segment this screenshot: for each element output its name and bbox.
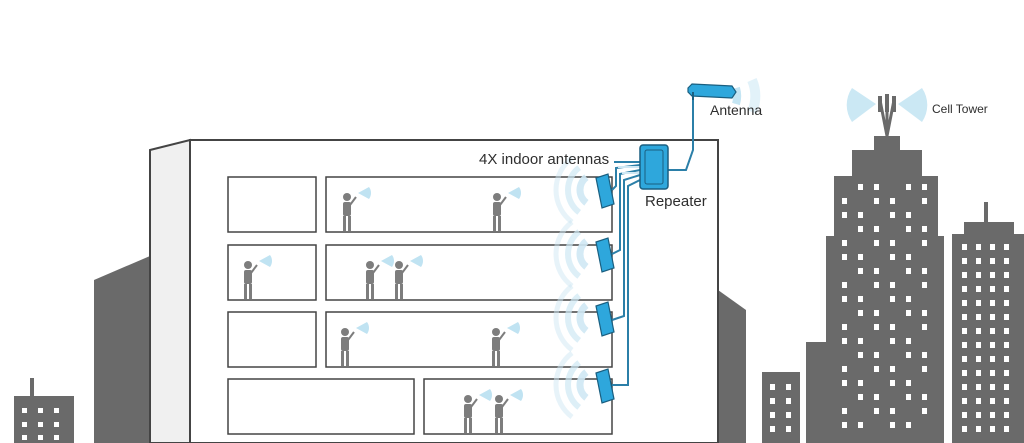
cell-tower	[846, 88, 928, 137]
skyline-building-right	[952, 202, 1024, 443]
cell-tower-label: Cell Tower	[932, 102, 988, 116]
indoor-antennas	[595, 173, 615, 404]
indoor-antenna-3	[595, 301, 615, 337]
indoor-antenna-4	[595, 368, 615, 404]
person-6	[341, 322, 369, 366]
main-building	[149, 138, 719, 443]
city-skyline	[14, 136, 1024, 443]
repeater-device	[639, 144, 669, 190]
rooms	[227, 176, 613, 435]
outdoor-antenna	[687, 78, 761, 114]
cables	[611, 92, 694, 386]
person-9	[495, 389, 523, 433]
person-7	[492, 322, 520, 366]
skyline-windows	[770, 184, 1009, 432]
person-2	[493, 187, 522, 231]
skyline-building-left	[94, 256, 150, 443]
skyline-building-tower	[762, 136, 944, 443]
person-1	[343, 187, 372, 231]
person-3	[244, 255, 272, 299]
indoor-antenna-2	[595, 237, 615, 273]
antenna-label: Antenna	[710, 102, 763, 118]
indoor-coverage-waves	[553, 156, 589, 419]
person-8	[464, 389, 492, 433]
repeater-label: Repeater	[645, 193, 707, 210]
coverage-wave-1	[553, 156, 589, 224]
skyline-building-left-small	[14, 378, 74, 443]
skyline-building-mid	[718, 290, 746, 443]
indoor-antenna-1	[595, 173, 615, 209]
coverage-wave-4	[553, 351, 589, 419]
person-4	[366, 255, 395, 299]
people	[244, 187, 523, 433]
person-5	[395, 255, 424, 299]
coverage-wave-2	[553, 220, 589, 288]
coverage-wave-3	[553, 284, 589, 352]
indoor-antennas-label: 4X indoor antennas	[479, 151, 610, 168]
